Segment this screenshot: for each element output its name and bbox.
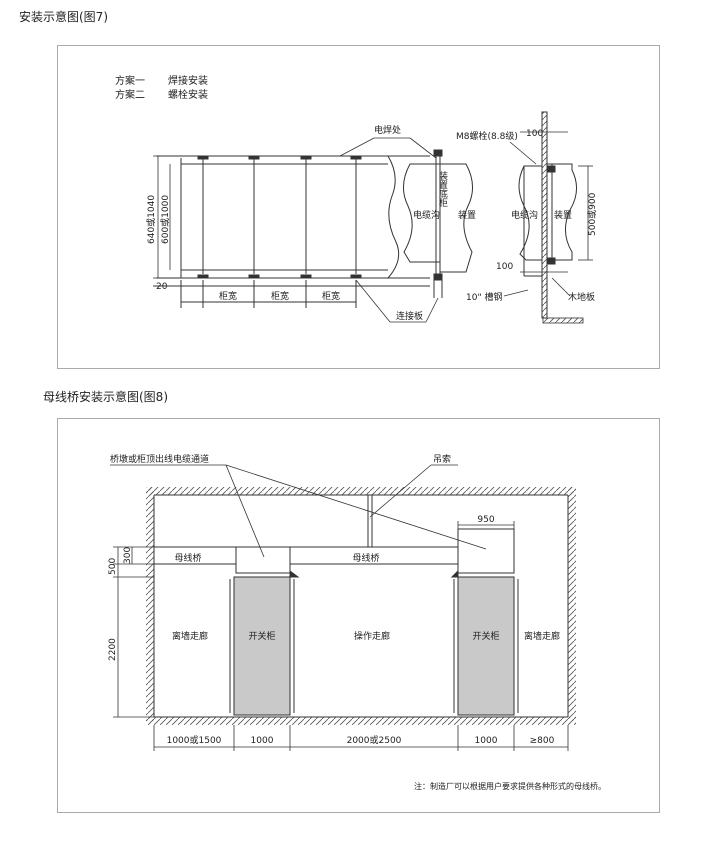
corridor-left-label: 离墙走廊 xyxy=(172,630,208,642)
channel-steel-label: 10" 槽钢 xyxy=(466,291,502,303)
busbar-left-label: 母线桥 xyxy=(174,552,201,564)
dim-100-bottom: 100 xyxy=(496,262,513,272)
dim-950: 950 xyxy=(477,515,494,525)
switch-cabinet-right xyxy=(457,576,515,716)
dim-100-top: 100 xyxy=(526,129,543,139)
busbar-bridge xyxy=(154,495,515,574)
left-vertical-dims xyxy=(113,546,154,718)
cabinet-details xyxy=(229,569,519,713)
dim-500: 500或900 xyxy=(586,192,598,236)
ceiling-hatch xyxy=(146,487,576,495)
bottom-dim-2: 1000 xyxy=(251,736,274,746)
sling-label: 吊索 xyxy=(433,453,451,465)
scheme1-label: 方案一 xyxy=(115,74,145,87)
operating-corridor-label: 操作走廊 xyxy=(354,630,390,642)
dim-500-lines xyxy=(578,165,593,261)
dim-300: 300 xyxy=(123,547,133,564)
channel-label: 桥墩或柜顶出线电缆通道 xyxy=(110,453,209,465)
fig8-title: 母线桥安装示意图(图8) xyxy=(43,390,168,404)
busbar-bridge-side xyxy=(153,155,430,308)
busbar-mid-label: 母线桥 xyxy=(352,552,379,564)
bolt-label: M8螺栓(8.8级) xyxy=(456,130,518,142)
lower-cabinet-label: 装置底柜 xyxy=(437,170,448,208)
switch-left-label: 开关柜 xyxy=(248,630,275,642)
scheme2-value: 螺栓安装 xyxy=(168,88,208,101)
switch-cabinet-left xyxy=(233,576,291,716)
bottom-dim-1: 1000或1500 xyxy=(167,734,222,746)
bolt-leader xyxy=(509,141,537,165)
corridor-right-label: 离墙走廊 xyxy=(524,630,560,642)
height-dimensions xyxy=(153,155,181,279)
bottom-dim-5: ≥800 xyxy=(530,736,555,746)
device-label-2: 装置 xyxy=(554,209,572,221)
fig7-title: 安装示意图(图7) xyxy=(19,10,108,24)
connector-leader xyxy=(355,279,439,323)
dim-950-lines xyxy=(457,521,515,531)
room-outline xyxy=(153,494,569,718)
cabinet-width-2: 柜宽 xyxy=(271,290,289,302)
bottom-dim-3: 2000或2500 xyxy=(347,734,402,746)
connector-label: 连接板 xyxy=(396,310,423,322)
dim-100-lines xyxy=(520,131,568,273)
weld-leaders xyxy=(339,137,437,159)
dim-height-outer: 640或1040 xyxy=(145,195,157,244)
floor-hatch xyxy=(146,717,576,725)
fig8-frame: 桥墩或柜顶出线电缆通道 吊索 950 500 300 2200 母线桥 母线桥 … xyxy=(57,418,660,813)
fig7-drawing: 方案一 焊接安装 方案二 螺栓安装 柜宽 柜宽 柜宽 xyxy=(115,74,598,324)
left-wall-hatch xyxy=(146,487,154,721)
scheme1-value: 焊接安装 xyxy=(168,74,208,87)
wood-leader xyxy=(551,277,571,297)
scheme2-label: 方案二 xyxy=(115,88,145,101)
dim-20: 20 xyxy=(156,282,168,292)
bottom-dim-lines xyxy=(153,725,569,751)
trench-label-1: 电缆沟 xyxy=(413,209,440,221)
trench-label-2: 电缆沟 xyxy=(511,209,538,221)
dim-height-inner: 600或1000 xyxy=(159,195,171,244)
dim-2200: 2200 xyxy=(108,638,118,661)
cable-trench-section-1 xyxy=(403,149,473,298)
cabinet-width-1: 柜宽 xyxy=(219,290,237,302)
channel-leader xyxy=(503,289,529,297)
right-wall-hatch xyxy=(568,487,576,721)
weld-label: 电焊处 xyxy=(374,124,401,136)
switch-right-label: 开关柜 xyxy=(472,630,499,642)
device-label-1: 装置 xyxy=(458,209,476,221)
wood-board-label: 木地板 xyxy=(568,291,595,303)
fig8-drawing: 桥墩或柜顶出线电缆通道 吊索 950 500 300 2200 母线桥 母线桥 … xyxy=(108,453,606,791)
bottom-dim-4: 1000 xyxy=(475,736,498,746)
fig7-frame: 方案一 焊接安装 方案二 螺栓安装 柜宽 柜宽 柜宽 xyxy=(57,45,660,369)
label-leaders xyxy=(110,464,487,558)
dim-500: 500 xyxy=(108,558,118,575)
wood-floor xyxy=(542,317,584,324)
cabinet-width-3: 柜宽 xyxy=(322,290,340,302)
note: 注：制造厂可以根据用户要求提供各种形式的母线桥。 xyxy=(414,781,606,791)
